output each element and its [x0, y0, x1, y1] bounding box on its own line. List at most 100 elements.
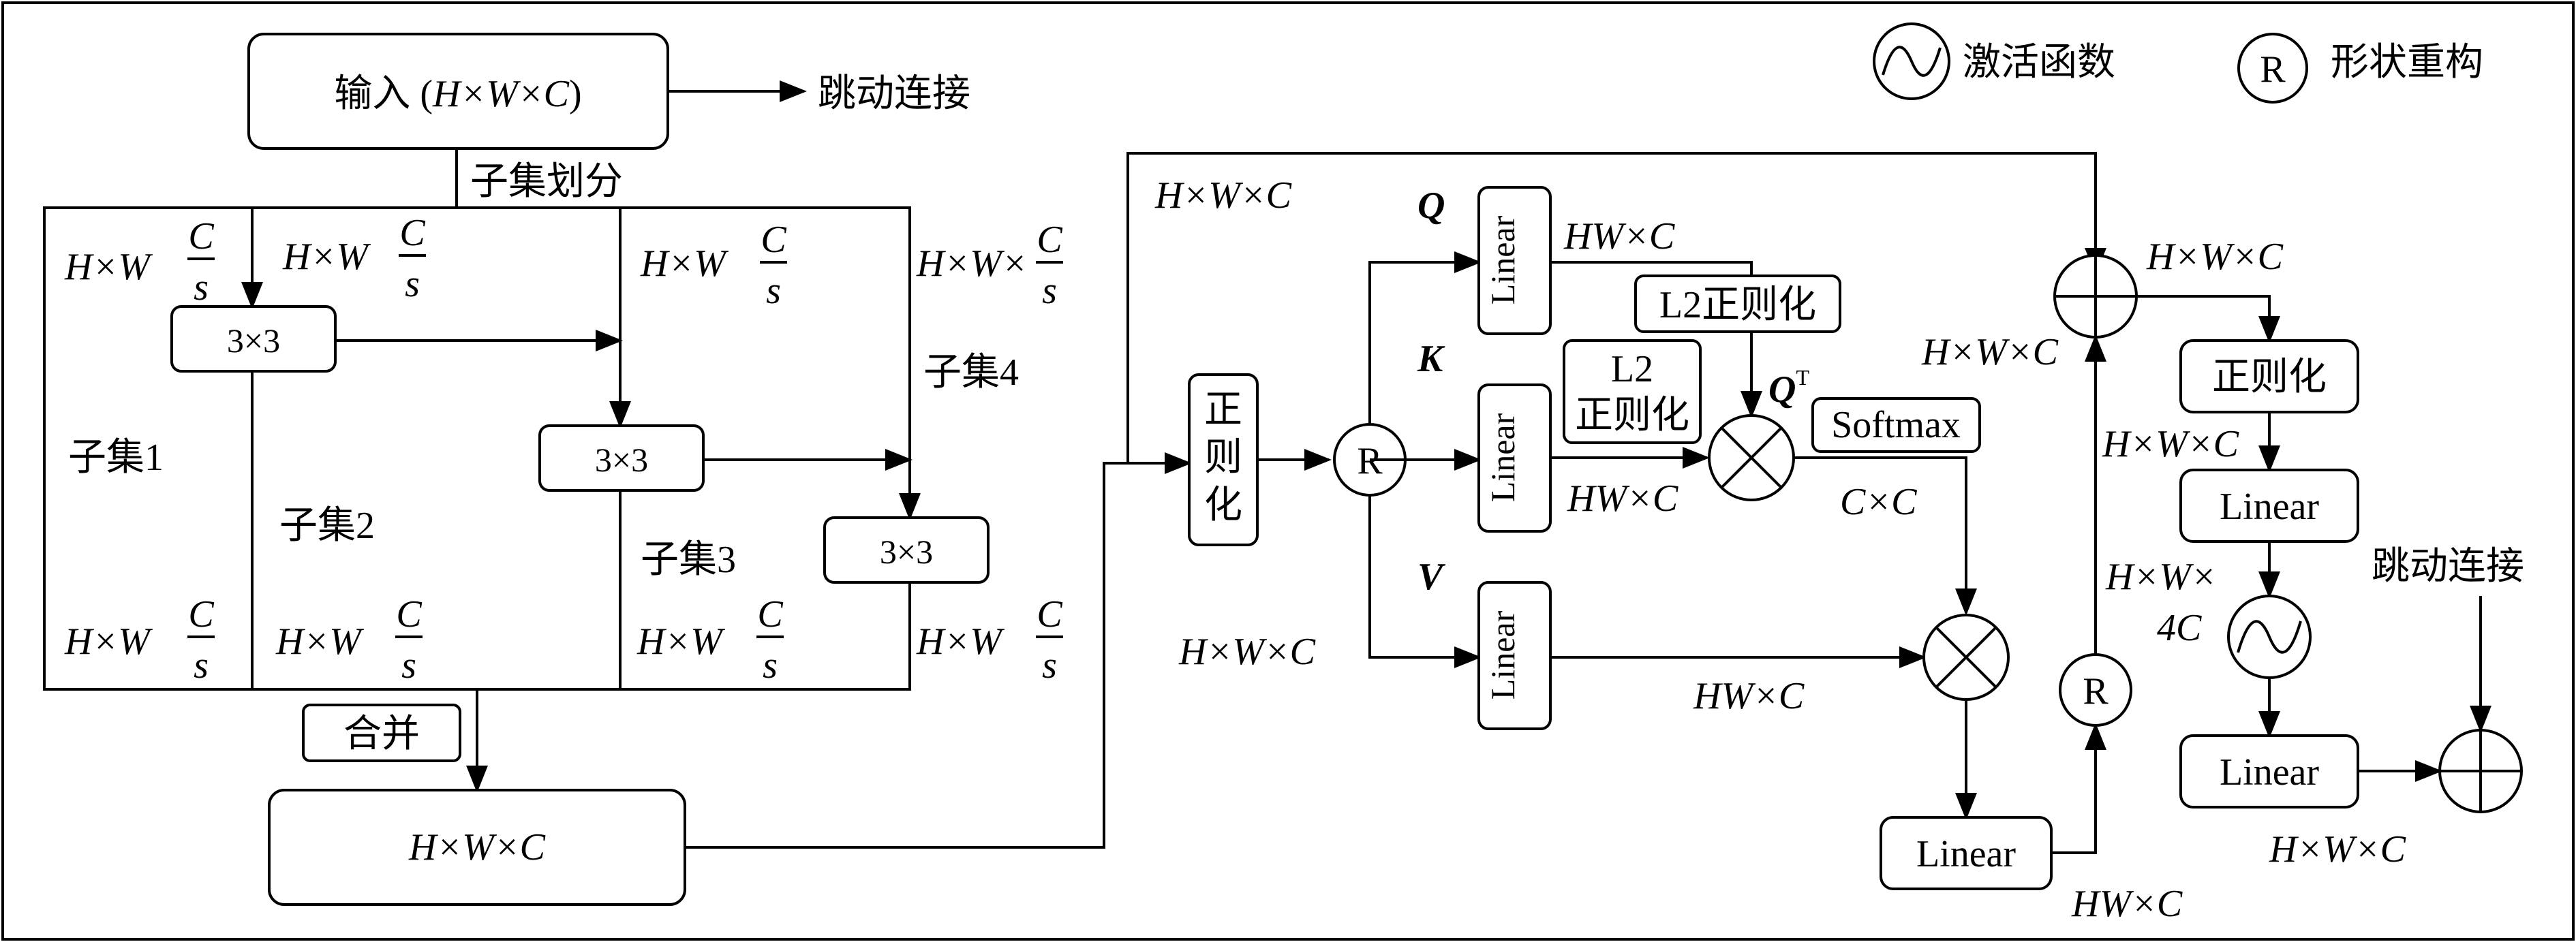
svg-text:H×W: H×W — [916, 621, 1005, 663]
v-label: V — [1417, 556, 1446, 598]
conv-box-3 — [823, 516, 990, 584]
v-path — [1368, 495, 1482, 668]
svg-text:H×W: H×W — [637, 621, 725, 663]
subset4-bottom-dim: H×W C s — [916, 593, 1063, 687]
l2norm-k-box — [1563, 339, 1702, 444]
k-hwc-dims: HW×C — [1567, 477, 1678, 520]
svg-text:C: C — [1037, 593, 1062, 635]
ffn-skip-label: 跳动连接 — [2372, 546, 2524, 588]
attn-out-linear-label: Linear — [1916, 833, 2016, 875]
l2norm-k-label-top: L2 — [1611, 348, 1653, 390]
softmax-box — [1811, 397, 1981, 453]
svg-text:H×W×: H×W× — [916, 242, 1028, 285]
svg-text:s: s — [766, 270, 781, 312]
svg-text:s: s — [194, 644, 209, 687]
subset4-top-dim: H×W× C s — [916, 219, 1063, 312]
attn-norm-char-3: 化 — [1204, 484, 1242, 527]
subset1-label: 子集1 — [68, 437, 164, 479]
q-linear-label: Linear — [1484, 215, 1522, 304]
svg-text:s: s — [1042, 644, 1057, 687]
final-dims: H×W×C — [2269, 828, 2406, 870]
final-sum-node — [2438, 729, 2523, 813]
svg-text:s: s — [401, 644, 416, 687]
subset1-bottom-dim: H×W C s — [64, 593, 215, 687]
subset3-top-dim: H×W C s — [640, 219, 787, 312]
input-label: 输入 (H×W×C) — [334, 73, 581, 115]
merge-label: 合并 — [343, 713, 420, 755]
q-label: Q — [1417, 185, 1445, 227]
subset2-label: 子集2 — [279, 505, 375, 547]
linear-to-reshape-arrow — [2051, 723, 2106, 854]
activation-icon — [1873, 22, 1950, 100]
matmul-1 — [1708, 414, 1795, 501]
res-in-dims: H×W×C — [1921, 331, 2059, 373]
attn-norm-char-1: 正 — [1204, 389, 1242, 431]
svg-text:H×W: H×W — [64, 621, 153, 663]
attn-norm-char-2: 则 — [1204, 437, 1242, 479]
output-dims: H×W×C — [408, 826, 546, 868]
conv-box-1 — [170, 305, 337, 373]
ffn-linear1-label: Linear — [2220, 486, 2319, 528]
legend-reshape-symbol: R — [2260, 48, 2286, 91]
subset1-top-dim: H×W C s — [64, 215, 215, 309]
subset4-label: 子集4 — [923, 351, 1019, 394]
conv-label-1: 3×3 — [227, 321, 280, 360]
q-hwc-dims: HW×C — [1563, 215, 1675, 257]
svg-text:C: C — [188, 215, 214, 257]
l2norm-k-label-bottom: 正则化 — [1575, 394, 1689, 437]
k-linear-label: Linear — [1484, 413, 1522, 502]
svg-text:H×W: H×W — [282, 236, 371, 278]
q-linear-box — [1477, 186, 1552, 335]
ffn-linear2-label: Linear — [2220, 751, 2319, 794]
norm-dims: H×W×C — [2102, 423, 2239, 465]
merge-box — [302, 704, 461, 762]
svg-text:s: s — [1042, 270, 1057, 312]
svg-text:C: C — [188, 593, 214, 635]
subset3-bottom-dim: H×W C s — [637, 593, 784, 687]
cxc-dims: C×C — [1840, 481, 1917, 523]
v-hwc-dims: HW×C — [1693, 675, 1805, 717]
subset2-top-dim: H×W C s — [282, 212, 426, 305]
hw-dims-b: 4C — [2157, 607, 2202, 649]
residual-skip-line — [1126, 152, 2106, 463]
sum-dims: H×W×C — [2146, 236, 2284, 278]
svg-text:s: s — [763, 644, 778, 687]
svg-text:s: s — [405, 263, 420, 305]
reshape-circle-out-label: R — [2083, 670, 2109, 712]
svg-text:H×W: H×W — [64, 246, 153, 288]
skip-label-top: 跳动连接 — [818, 73, 970, 115]
svg-text:H×W: H×W — [275, 621, 364, 663]
residual-dims: H×W×C — [1154, 174, 1292, 217]
conv-label-2: 3×3 — [595, 441, 648, 479]
v-linear-box — [1477, 581, 1552, 730]
k-label: K — [1417, 338, 1445, 380]
svg-text:H×W: H×W — [640, 242, 729, 285]
qt-label: QT — [1768, 365, 1809, 411]
legend-reshape-label: 形状重构 — [2331, 42, 2483, 84]
residual-sum-node — [2053, 254, 2138, 339]
l2norm-q-box — [1634, 274, 1841, 333]
svg-text:C: C — [761, 219, 786, 261]
attn-out-dims: HW×C — [2071, 883, 2183, 925]
conv-box-2 — [538, 424, 705, 492]
output-to-norm-connector — [685, 452, 1192, 849]
sum-to-norm-arrow — [2136, 295, 2280, 343]
subset3-label: 子集3 — [641, 539, 736, 581]
l2norm-q-label: L2正则化 — [1659, 284, 1816, 326]
input-block: 输入 (H×W×C) 跳动连接 — [247, 33, 970, 150]
hw-dims-a: H×W× — [2105, 556, 2217, 598]
svg-text:s: s — [194, 266, 209, 309]
v-input-dims: H×W×C — [1178, 631, 1316, 673]
svg-text:C: C — [757, 593, 783, 635]
ffn-norm-label: 正则化 — [2212, 356, 2327, 398]
matmul1-to-matmul2-arrow — [1794, 456, 1977, 616]
legend: 激活函数 R 形状重构 — [1873, 22, 2483, 104]
softmax-label: Softmax — [1831, 404, 1961, 446]
subset2-bottom-dim: H×W C s — [275, 593, 423, 687]
ffn-activation-icon — [2227, 595, 2312, 679]
svg-text:C: C — [399, 212, 425, 254]
q-to-matmul-arrow — [1550, 261, 1762, 418]
v-linear-label: Linear — [1484, 610, 1522, 700]
